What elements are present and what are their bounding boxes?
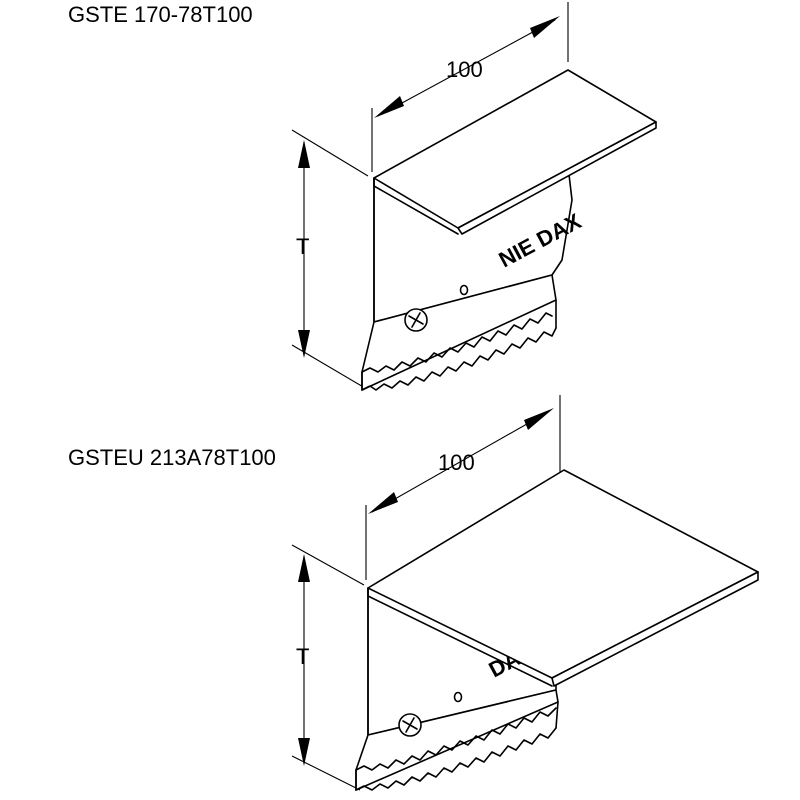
height-label-bottom: T: [296, 644, 309, 669]
screw-icon: [398, 713, 422, 737]
hole: [459, 284, 469, 296]
width-dimension-top: 100: [371, 2, 569, 172]
lid-plate-bottom: [367, 469, 759, 687]
drawing-gsteu: GSTEU 213A78T100 100 T: [68, 395, 759, 791]
drawing-gste: GSTE 170-78T100 100 T: [68, 2, 657, 391]
hole: [453, 691, 463, 703]
width-label-bottom: 100: [438, 450, 475, 475]
lid-plate-top: [373, 69, 657, 235]
product-label-bottom: GSTEU 213A78T100: [68, 445, 276, 470]
screw-icon: [404, 308, 428, 332]
height-label-top: T: [296, 234, 309, 259]
product-label-top: GSTE 170-78T100: [68, 2, 253, 27]
width-label-top: 100: [446, 57, 483, 82]
width-dimension-bottom: 100: [365, 395, 561, 580]
height-dimension-bottom: T: [291, 544, 365, 791]
height-dimension-top: T: [291, 129, 369, 389]
